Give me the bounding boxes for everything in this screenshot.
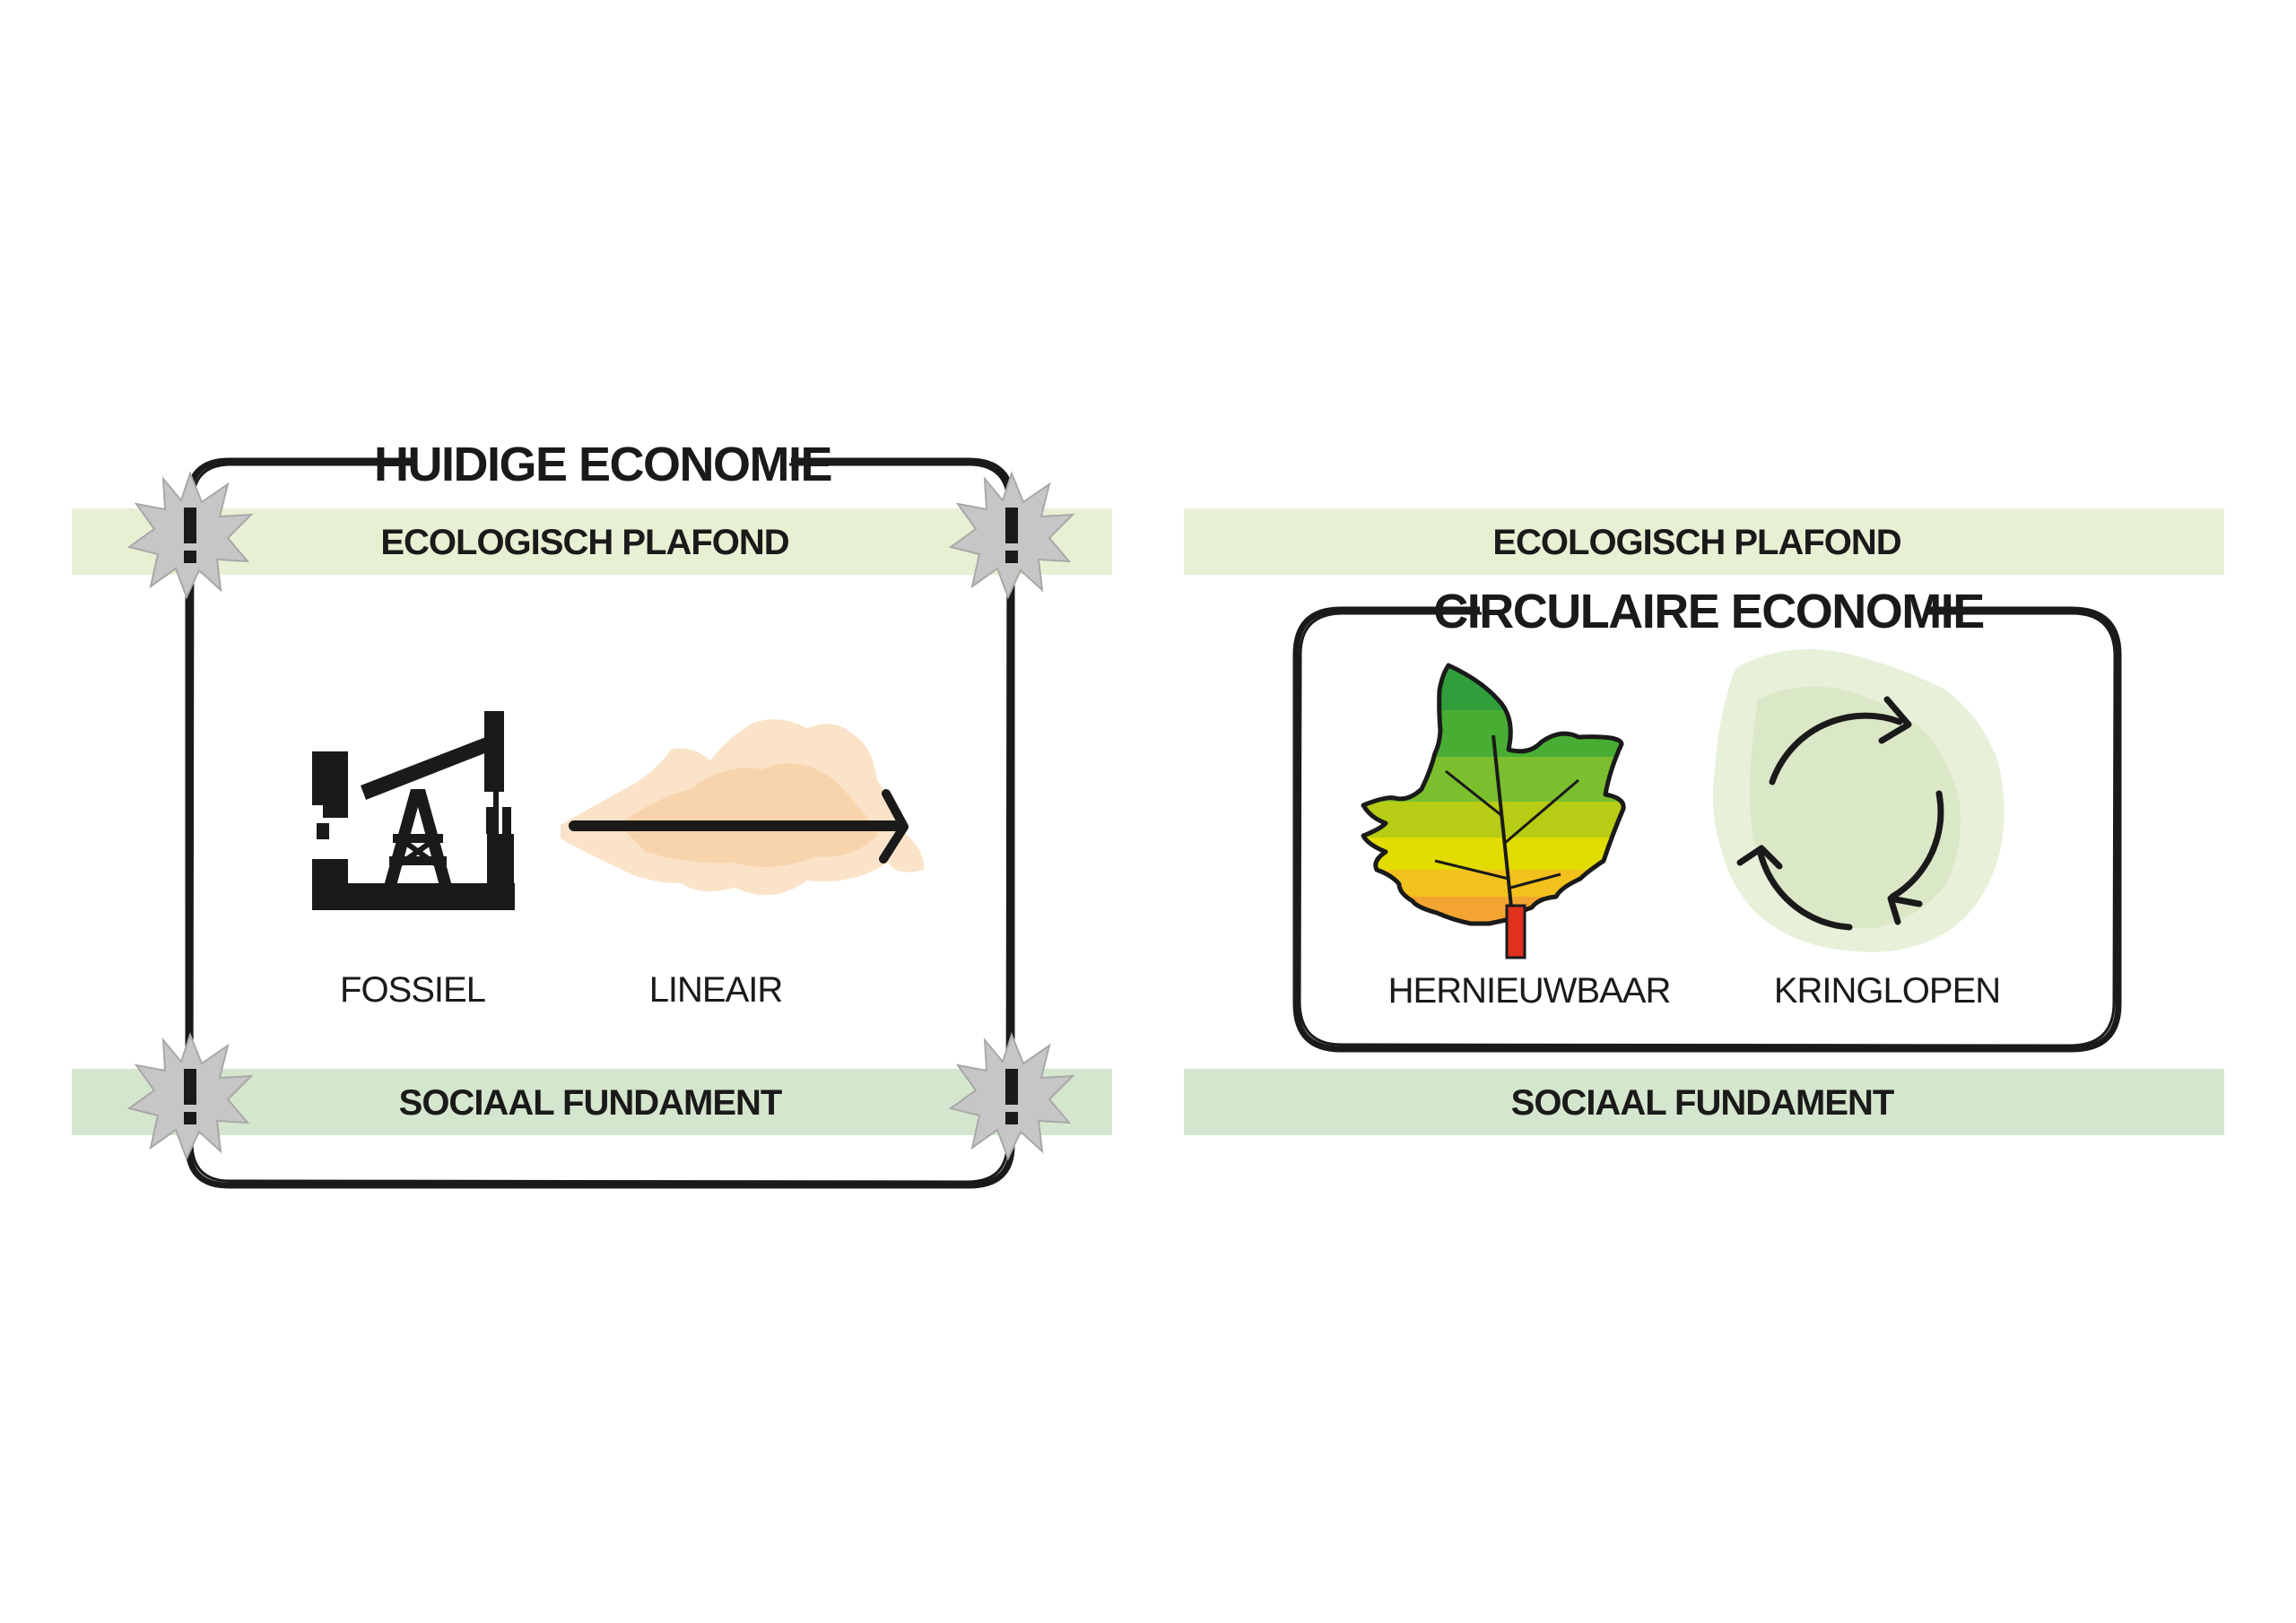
left-foundation-label: SOCIAAL FUNDAMENT — [399, 1083, 782, 1123]
left-panel: HUIDIGE ECONOMIE ECOLOGISCH PLAFOND SOCI… — [72, 438, 1112, 1189]
right-frame-sketch — [1298, 612, 2117, 1047]
leaf-icon — [1361, 663, 1626, 959]
linear-arrow-icon — [561, 719, 925, 896]
right-foundation-label: SOCIAAL FUNDAMENT — [1511, 1083, 1894, 1123]
right-frame — [1292, 606, 2122, 1053]
left-item-label-linear: LINEAIR — [649, 970, 783, 1010]
right-panel: CIRCULAIRE ECONOMIE ECOLOGISCH PLAFOND S… — [1184, 508, 2224, 1135]
right-ceiling-band — [1184, 508, 2224, 575]
warning-burst-icon — [126, 471, 254, 600]
oil-pump-icon — [312, 711, 515, 910]
left-frame-sketch — [190, 463, 1010, 1184]
warning-burst-icon — [948, 1032, 1075, 1161]
warning-burst-icon — [948, 471, 1075, 600]
right-foundation-band — [1184, 1069, 2224, 1135]
right-title: CIRCULAIRE ECONOMIE — [1433, 585, 1984, 638]
right-item-label-cycles: KRINGLOPEN — [1774, 971, 2000, 1011]
cycle-icon — [1712, 649, 2005, 952]
left-item-label-fossil: FOSSIEL — [340, 970, 485, 1010]
left-title: HUIDIGE ECONOMIE — [374, 438, 831, 491]
warning-burst-icon — [126, 1032, 254, 1161]
right-item-label-renewable: HERNIEUWBAAR — [1388, 971, 1671, 1011]
right-ceiling-label: ECOLOGISCH PLAFOND — [1492, 523, 1900, 562]
left-ceiling-label: ECOLOGISCH PLAFOND — [380, 523, 788, 562]
